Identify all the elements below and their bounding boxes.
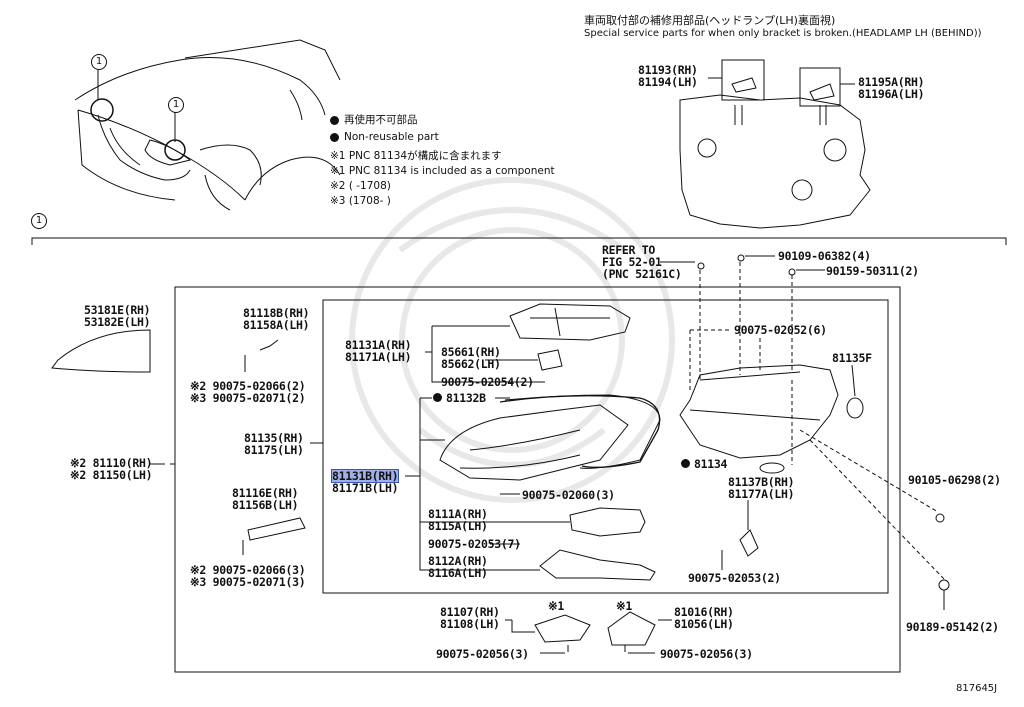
label-81118B: 81118B(RH)81158A(LH): [243, 306, 310, 332]
label-81135: 81135(RH)81175(LH): [244, 431, 304, 457]
label-53181E: 53181E(RH)53182E(LH): [84, 303, 151, 329]
bracket-81116E-shape: [247, 517, 306, 541]
nonreusable-dot-81134: [681, 459, 690, 468]
label-81135F: 81135F: [832, 351, 872, 365]
legend-nonreusable-en: Non-reusable part: [344, 131, 439, 143]
label-81107: 81107(RH)81108(LH): [440, 605, 500, 631]
callout-1-section: 1: [31, 213, 47, 229]
car-front-illustration: [74, 39, 341, 211]
label-81110: ※2 81110(RH)※2 81150(LH): [70, 456, 153, 482]
callout-1-top-mid: 1: [168, 97, 184, 113]
label-90075-02054: 90075-02054(2): [441, 375, 534, 389]
label-81116E: 81116E(RH)81156B(LH): [232, 486, 299, 512]
assembly-inner-box: [322, 299, 889, 594]
note-81107: ※1: [548, 599, 564, 613]
label-81134: 81134: [694, 457, 728, 471]
legend-note3: ※3 (1708- ): [330, 195, 391, 207]
label-8111A: 8111A(RH)8115A(LH): [428, 507, 488, 533]
bracket-81195-shape: [809, 83, 835, 101]
label-81132B: 81132B: [446, 391, 486, 405]
label-90109: 90109-06382(4): [778, 249, 871, 263]
assembly-outer-box: [174, 286, 901, 673]
label-81195A: 81195A(RH)81196A(LH): [858, 75, 925, 101]
special-parts-heading-en: Special service parts for when only brac…: [584, 28, 982, 39]
label-81016: 81016(RH)81056(LH): [674, 605, 734, 631]
ring-81134: [759, 462, 785, 474]
bracket-81193-shape: [731, 77, 757, 93]
housing-rear: [679, 364, 839, 459]
label-90075-02052: 90075-02052(6): [734, 323, 827, 337]
label-8112A: 8112A(RH)8116A(LH): [428, 554, 488, 580]
bolt-90109: [737, 254, 745, 262]
label-90075-02053-2: 90075-02053(2): [688, 571, 781, 585]
bolt-90159: [788, 268, 796, 276]
drawing-number: 817645J: [956, 683, 998, 694]
label-81131B-rh-highlighted[interactable]: 81131B(RH): [330, 469, 400, 483]
label-90075-02060: 90075-02060(3): [522, 488, 615, 502]
label-81131B[interactable]: 81131B(RH)81171B(LH): [330, 469, 400, 495]
unit-8112A: [539, 549, 656, 581]
cap-81135F: [846, 397, 864, 419]
nonreusable-dot-jp: [330, 116, 339, 125]
label-81118B-bolts: ※2 90075-02066(2)※3 90075-02071(2): [190, 379, 306, 405]
lens-cover-53181E: [51, 329, 151, 373]
label-90105: 90105-06298(2): [908, 473, 1001, 487]
nonreusable-dot-81132B: [433, 393, 442, 402]
label-90075-02056-a: 90075-02056(3): [436, 647, 529, 661]
legend-note2: ※2 ( -1708): [330, 180, 391, 192]
bolt-refer: [697, 262, 705, 270]
label-85661: 85661(RH)85662(LH): [441, 345, 501, 371]
gasket-81132B: [499, 395, 661, 468]
label-81116E-bolts: ※2 90075-02066(3)※3 90075-02071(3): [190, 563, 306, 589]
clip-90189: [938, 579, 950, 591]
headlamp-back-view: [679, 94, 871, 229]
note-81016: ※1: [616, 599, 632, 613]
label-90075-02056-b: 90075-02056(3): [660, 647, 753, 661]
driver-81016: [607, 611, 656, 646]
callout-1-top-left: 1: [91, 54, 107, 70]
unit-8111A: [569, 507, 646, 537]
label-90075-02053-7: 90075-02053(7): [428, 537, 521, 551]
label-81193: 81193(RH)81194(LH): [638, 63, 698, 89]
headlamp-housing: [439, 394, 661, 481]
nonreusable-dot-en: [330, 133, 339, 142]
socket-85661: [537, 349, 563, 371]
callout-1-bracket: [31, 237, 1007, 245]
dashed-leaders: [689, 262, 946, 581]
legend-note1-en: ※1 PNC 81134 is included as a component: [330, 165, 555, 177]
bracket-box-81195: [799, 67, 841, 107]
legend-nonreusable-jp: 再使用不可部品: [344, 114, 418, 126]
bracket-box-81193: [721, 59, 765, 101]
led-unit-81131A: [509, 303, 631, 341]
part-81137B: [739, 529, 759, 557]
callout-circle-right: [164, 139, 186, 161]
label-90159: 90159-50311(2): [826, 264, 919, 278]
label-81137B: 81137B(RH)81177A(LH): [728, 475, 795, 501]
label-81131A: 81131A(RH)81171A(LH): [345, 338, 412, 364]
callout-circle-left: [90, 98, 114, 122]
bolt-90105: [935, 513, 945, 523]
special-parts-heading-jp: 車両取付部の補修用部品(ヘッドランプ(LH)裏面視): [584, 14, 836, 27]
legend-note1-jp: ※1 PNC 81134が構成に含まれます: [330, 150, 502, 162]
watermark-emblem: [349, 177, 675, 503]
label-90189: 90189-05142(2): [906, 620, 999, 634]
driver-81107: [534, 614, 591, 643]
